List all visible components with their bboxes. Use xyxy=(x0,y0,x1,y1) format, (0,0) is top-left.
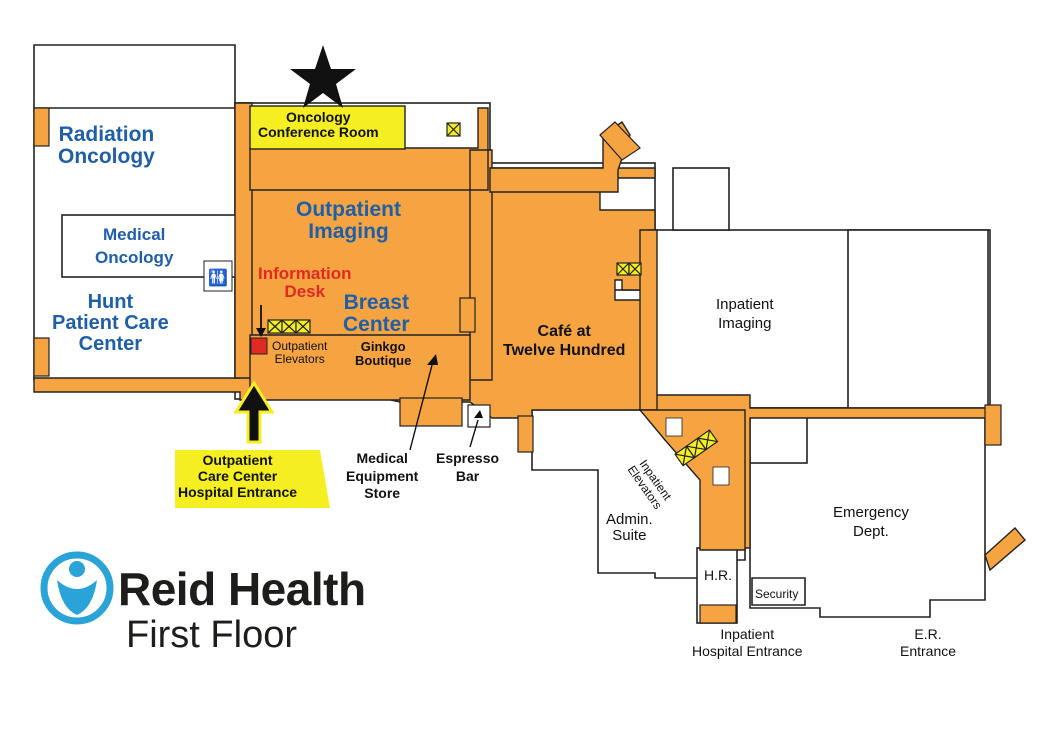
star-icon xyxy=(290,45,356,108)
outpatient-entrance-banner xyxy=(175,450,330,508)
outpatient-elevators-icon xyxy=(267,319,311,334)
inpatient-imaging-label: Inpatient Imaging xyxy=(716,296,774,332)
stairs xyxy=(517,415,534,453)
ginkgo-boutique-label: Ginkgo Boutique xyxy=(355,339,412,368)
stairs xyxy=(33,107,50,147)
er-entrance-label: E.R. Entrance xyxy=(900,626,957,659)
corridor-er xyxy=(984,526,1026,572)
inpatient-right-room xyxy=(847,229,989,409)
small-room xyxy=(672,167,730,231)
hr-label: H.R. xyxy=(704,567,732,583)
admin-suite-label: Admin. Suite xyxy=(606,511,653,544)
restroom-icon: 🚻 xyxy=(203,260,730,486)
reid-health-logo-icon xyxy=(40,551,114,625)
stairs xyxy=(33,337,50,377)
medical-equipment-pointer xyxy=(409,364,433,451)
floor-title: First Floor xyxy=(126,614,297,656)
breast-center-label: Breast Center xyxy=(343,291,410,337)
info-desk-arrow xyxy=(256,328,266,337)
elevator-icon xyxy=(446,122,642,276)
information-desk-label: Information Desk xyxy=(258,264,352,301)
oncology-conference-room-label: Oncology Conference Room xyxy=(258,109,379,140)
radiation-oncology-label: Radiation Oncology xyxy=(58,123,155,169)
stairs xyxy=(399,397,463,427)
security-label: Security xyxy=(755,587,799,601)
emergency-dept-label: Emergency Dept. xyxy=(833,504,909,540)
inpatient-entrance-label: Inpatient Hospital Entrance xyxy=(692,626,803,659)
corridor-inpatient-vertical xyxy=(639,229,658,411)
stairs xyxy=(984,404,1002,446)
corridor-cafe-top xyxy=(489,121,631,193)
information-desk-marker[interactable] xyxy=(250,337,268,355)
oncology-conference-room[interactable] xyxy=(249,105,406,150)
outpatient-entrance-label: Outpatient Care Center Hospital Entrance xyxy=(178,452,298,501)
espresso-bar-label: Espresso Bar xyxy=(436,450,500,484)
outpatient-entrance-arrow xyxy=(233,380,275,444)
espresso-pointer xyxy=(469,419,479,448)
stairs xyxy=(459,297,476,333)
corridor-ginkgo xyxy=(249,334,471,401)
medical-oncology-label: Medical Oncology xyxy=(95,225,174,267)
emergency-block xyxy=(749,407,986,618)
stairs xyxy=(699,604,737,624)
hunt-patient-care-center-label: Hunt Patient Care Center xyxy=(52,291,169,355)
stairs xyxy=(599,121,641,161)
outpatient-elevators-label: Outpatient Elevators xyxy=(272,339,328,366)
er-small-room xyxy=(749,412,808,464)
corridor-elevator-lobby xyxy=(638,409,746,551)
security-room xyxy=(751,577,806,606)
outpatient-imaging-label: Outpatient Imaging xyxy=(296,198,401,244)
pointer-arrowhead xyxy=(474,410,483,418)
inpatient-elevators-icon xyxy=(674,429,719,467)
pointer-arrowhead xyxy=(427,354,438,365)
cafe-label: Café at Twelve Hundred xyxy=(503,323,626,360)
svg-text:🚻: 🚻 xyxy=(208,268,228,287)
medical-equipment-store-label: Medical Equipment Store xyxy=(346,450,419,501)
brand-name: Reid Health xyxy=(118,563,366,615)
